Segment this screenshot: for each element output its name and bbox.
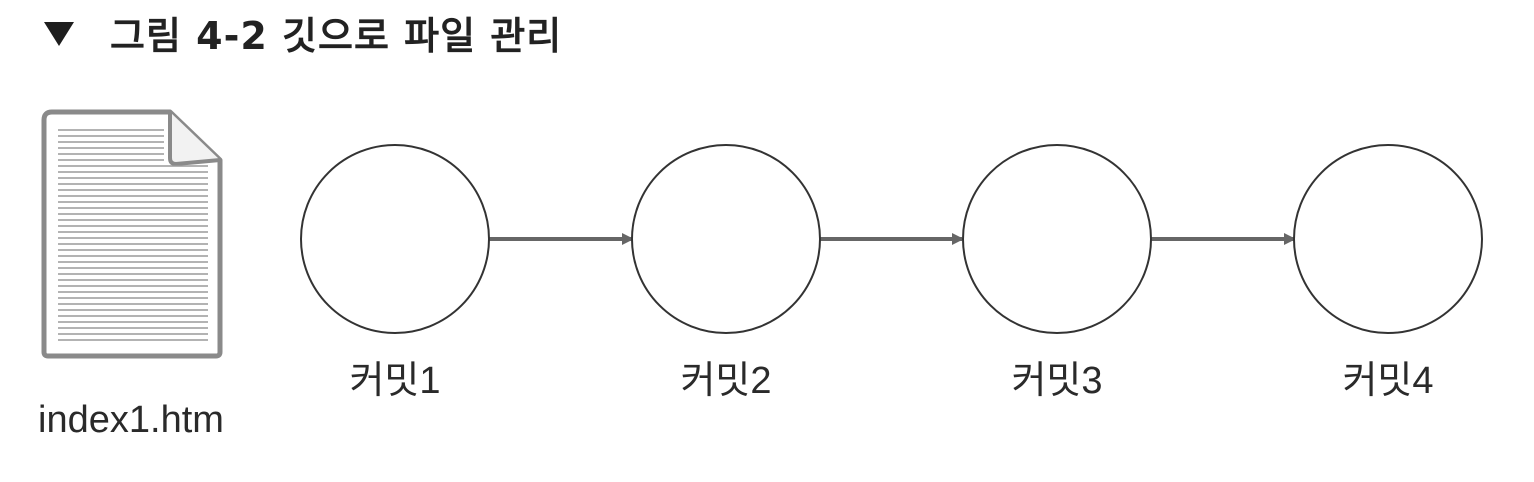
commit-node-1: [300, 144, 490, 334]
commit-label-4: 커밋4: [1342, 360, 1433, 402]
file-name: index1.htm: [38, 399, 224, 441]
caption-text: 그림 4-2 깃으로 파일 관리: [110, 13, 563, 58]
commit-node-3: [962, 144, 1152, 334]
commit-label-2: 커밋2: [680, 360, 771, 402]
commit-node-2: [631, 144, 821, 334]
commit-label-1: 커밋1: [349, 360, 440, 402]
commit-node-4: [1293, 144, 1483, 334]
commit-label-3: 커밋3: [1011, 360, 1102, 402]
document-icon: [41, 109, 223, 359]
figure-caption: 그림 4-2 깃으로 파일 관리: [44, 4, 562, 60]
triangle-down-icon: [44, 22, 74, 46]
